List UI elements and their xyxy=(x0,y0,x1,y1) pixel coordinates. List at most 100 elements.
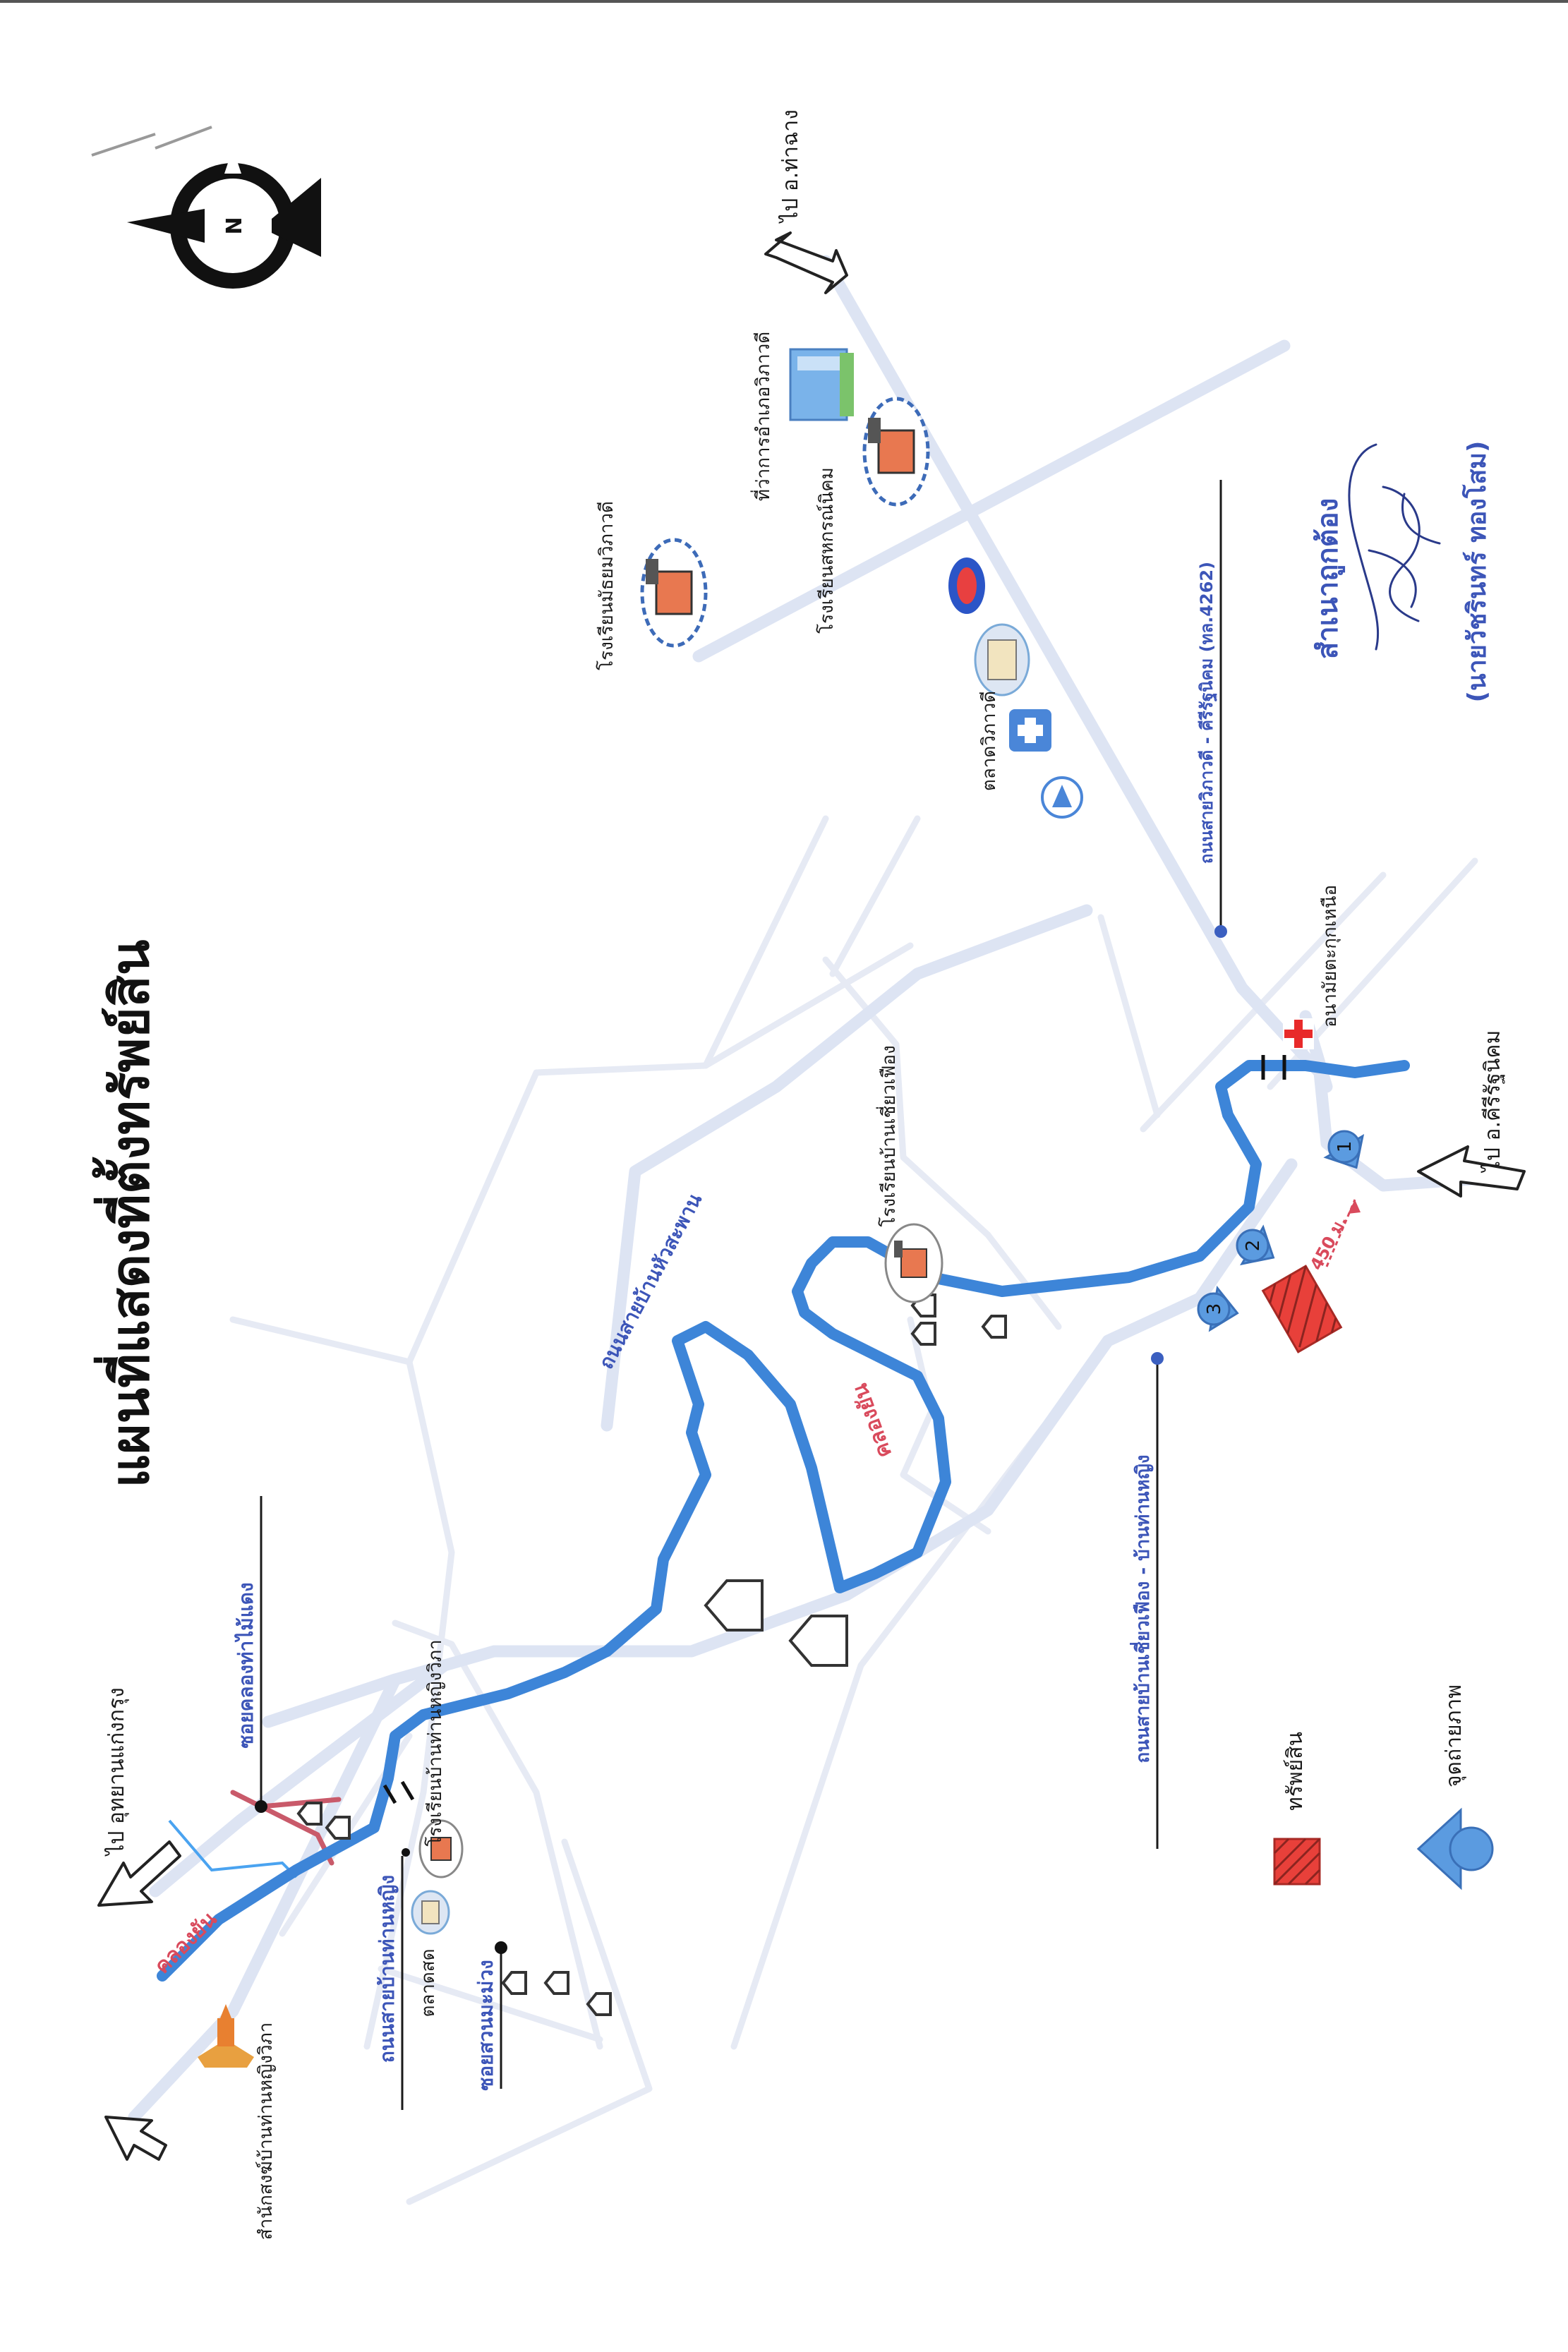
label-to-udyan: ไป อุทยานแก่งกรุง xyxy=(104,1687,130,1856)
label-river-middle: คลองยัน xyxy=(848,1380,897,1461)
legend xyxy=(1273,1807,1494,1890)
photo-point-marker: 3 xyxy=(1197,1285,1239,1332)
photo-points: 1 2 3 xyxy=(1197,1130,1365,1332)
legend-property-label: ทรัพย์สิน xyxy=(1283,1732,1308,1811)
minor-road xyxy=(829,815,921,977)
direction-arrows xyxy=(97,231,1526,2161)
photo-point-number: 1 xyxy=(1334,1141,1356,1153)
minor-road xyxy=(1140,872,1387,1133)
photo-point-marker: 2 xyxy=(1236,1224,1275,1266)
bridge xyxy=(382,1055,1286,1804)
house-icons xyxy=(296,1293,1007,2016)
district-office-icon xyxy=(789,348,854,421)
monastery-road-line xyxy=(128,1673,402,2123)
scan-edge xyxy=(0,0,1568,3)
compass-icon: N xyxy=(127,148,321,289)
arrow-to-udyan-icon xyxy=(97,1840,181,1907)
map-title: แผนที่แสดงที่ตั้งทรัพย์สิน xyxy=(92,940,161,1488)
leader-dot xyxy=(495,1941,507,1954)
label-district-office: ที่ว่าการอำเภอวิภาวดี xyxy=(750,332,774,501)
text-labels: แผนที่แสดงที่ตั้งทรัพย์สิน ไป อ.ท่าฉาง ไ… xyxy=(92,109,1505,2240)
house-icon xyxy=(325,1816,351,1840)
label-certified: สำเนาถูกต้อง xyxy=(1312,498,1345,659)
photo-point-circle-icon xyxy=(1327,1130,1361,1164)
photo-point-number: 3 xyxy=(1204,1303,1225,1315)
hospital-icon xyxy=(1009,709,1051,752)
tha-nhan-ying-school-icon xyxy=(418,1819,464,1878)
minor-road xyxy=(392,1620,603,2050)
arrow-to-tha-liang-icon xyxy=(764,231,848,294)
minor-road xyxy=(900,1316,991,1535)
photo-point-circle-icon xyxy=(1236,1229,1270,1262)
district-road-line xyxy=(692,339,1291,663)
label-wiphawadi-school: โรงเรียนมัธยมวิภาวดี xyxy=(596,501,617,670)
label-health-station: อนามัยตะกุกเหนือ xyxy=(1320,885,1341,1027)
chiang-fueang-school-icon xyxy=(884,1223,943,1303)
label-soi-suan-muang: ซอยสวนมะม่วง xyxy=(474,1960,497,2091)
label-hua-saphan-road: ถนนสายบ้านหัวสะพาน xyxy=(594,1190,706,1373)
house-icon xyxy=(543,1971,569,1995)
wiphawadi-school-icon xyxy=(640,538,708,648)
leader-dot xyxy=(402,1848,410,1857)
legend-photo-point-icon xyxy=(1416,1807,1494,1890)
leader-dot xyxy=(1214,925,1227,938)
minor-road xyxy=(406,1838,653,2205)
label-tha-nhan-ying-road: ถนนสายบ้านท่านหญิง xyxy=(375,1875,399,2063)
minor-road xyxy=(378,1965,603,2043)
monastery-icon xyxy=(198,2004,254,2068)
label-signer: (นายวัชรินทร์ ทองโสม) xyxy=(1461,441,1492,703)
label-monastery: สำนักสงฆ์บ้านท่านหญิงวิภา xyxy=(255,2022,277,2241)
major-roads xyxy=(128,255,1488,2123)
signature xyxy=(1348,443,1441,651)
label-tha-nhan-ying-school: โรงเรียนบ้านท่านหญิงวิภา xyxy=(424,1639,446,1846)
gas-station-icon xyxy=(948,557,985,614)
label-wiphawadi-market: ตลาดวิภาวดี xyxy=(979,691,1000,791)
minor-road xyxy=(730,1422,1048,2050)
house-icon xyxy=(981,1315,1007,1339)
hua-saphan-road-line xyxy=(601,904,1093,1432)
temple-icon xyxy=(1041,776,1083,819)
label-chiang-fueang-school: โรงเรียนบ้านเชี่ยวเฟือง xyxy=(876,1045,900,1226)
label-to-tha-liang: ไป อ.ท่าฉาง xyxy=(778,109,803,224)
arrow-to-sirirat-icon xyxy=(1417,1145,1526,1198)
leader-dot xyxy=(1151,1352,1164,1365)
wiphawadi-road-line xyxy=(819,255,1488,1192)
photo-point-number: 2 xyxy=(1243,1240,1264,1252)
house-icon xyxy=(296,1802,322,1826)
building-icons xyxy=(198,348,1314,2068)
label-river-upper: คลองยัน xyxy=(150,1907,222,1979)
health-station-icon xyxy=(1283,1018,1314,1049)
label-wiphawadi-road: ถนนสายวิภาวดี - คีรีรัฐนิคม (ทล.4262) xyxy=(1197,562,1218,864)
legend-property-icon xyxy=(1273,1838,1321,1886)
red-lane xyxy=(230,1790,342,1809)
minor-road xyxy=(702,942,914,1069)
tha-nhan-ying-market-icon xyxy=(411,1890,450,1935)
label-soi-khlong-tha-mai-daeng: ซอยคลองท่าไม้แดง xyxy=(234,1582,258,1748)
house-icon xyxy=(788,1615,848,1667)
property-icon xyxy=(1261,1265,1343,1353)
label-tha-nhan-ying-market: ตลาดสด xyxy=(418,1948,439,2017)
bridge-mark xyxy=(382,1784,397,1804)
label-sahakorn-school: โรงเรียนสหกรณ์นิคม xyxy=(816,467,838,634)
svg-text:N: N xyxy=(222,217,247,234)
scan-marks xyxy=(91,126,212,157)
house-icon xyxy=(586,1992,612,2016)
bridge-mark xyxy=(400,1780,415,1801)
minor-road xyxy=(406,815,829,1365)
house-icon xyxy=(910,1322,936,1346)
minor-road xyxy=(229,1316,455,2050)
photo-point-circle-icon xyxy=(1197,1292,1231,1326)
label-chiang-fueang-road: ถนนสายบ้านเชี่ยวเฟือง - บ้านท่านหญิง xyxy=(1129,1454,1154,1763)
photo-point-marker: 1 xyxy=(1323,1130,1365,1169)
chiang-fueang-road-line xyxy=(262,1158,1298,1728)
leader-dot xyxy=(255,1800,267,1813)
main-river xyxy=(157,1060,1410,1982)
label-to-sirirat: ไป อ.คีรีรัฐนิคม xyxy=(1480,1030,1505,1173)
sahakorn-school-icon xyxy=(862,397,930,507)
house-icon xyxy=(704,1579,764,1632)
minor-road xyxy=(1097,914,1161,1118)
property-marker xyxy=(1261,1265,1343,1353)
legend-photo-point-label: จุดถ่ายภาพ xyxy=(1442,1684,1467,1787)
